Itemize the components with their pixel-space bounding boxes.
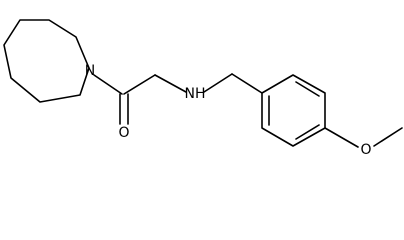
ch2-to-nh-bond (154, 74, 187, 93)
n-to-carbonyl-bond (93, 74, 123, 95)
carbonyl-oxygen-label: O (118, 125, 129, 141)
carbonyl-to-ch2-bond (123, 74, 156, 95)
benzene-double-bond-3 (295, 124, 320, 140)
methoxy-to-methyl-bond (373, 127, 403, 147)
methoxy-oxygen-label: O (360, 142, 371, 158)
benzyl-to-ring-bond (231, 73, 263, 94)
molecule-structure: N O NH O (3, 19, 403, 158)
benzene-double-bond-2 (295, 81, 320, 97)
azepane-ring (3, 19, 90, 103)
ring-nitrogen-label: N (85, 63, 95, 79)
amine-nh-label: NH (185, 86, 206, 102)
benzene-ring (261, 74, 326, 147)
ring-to-methoxy-bond (324, 127, 359, 148)
nh-to-benzyl-bond (203, 73, 233, 93)
